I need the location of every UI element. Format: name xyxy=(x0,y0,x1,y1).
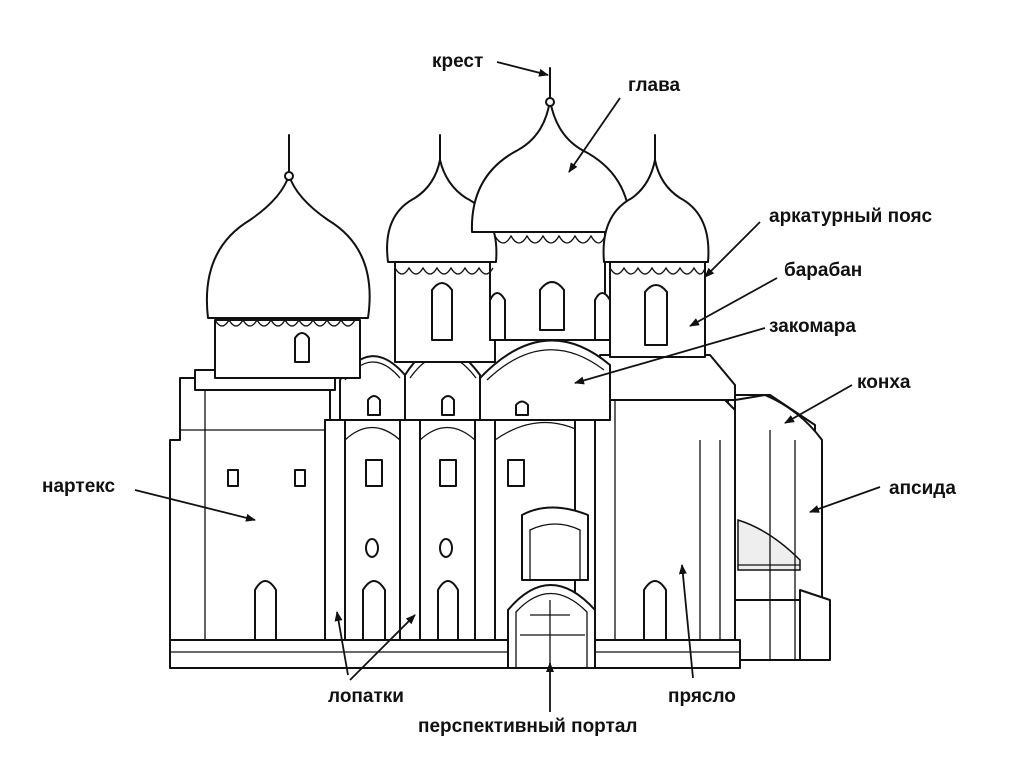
label-portal: перспективный портал xyxy=(418,716,637,737)
arcature-belts xyxy=(214,234,706,327)
arrow-concha xyxy=(784,384,853,424)
arrow-zakomara xyxy=(574,327,766,385)
label-concha: конха xyxy=(857,372,911,393)
label-pilasters: лопатки xyxy=(328,686,404,707)
arrows xyxy=(134,61,881,712)
cathedral-drawing xyxy=(169,67,831,669)
arrow-span xyxy=(678,564,694,679)
portal xyxy=(507,506,596,669)
arrow-cross xyxy=(496,61,549,77)
label-cross: крест xyxy=(432,51,483,72)
label-arcature: аркатурный пояс xyxy=(769,206,933,227)
label-dome: глава xyxy=(628,75,681,96)
label-span: прясло xyxy=(668,686,736,707)
label-drum: барабан xyxy=(784,260,862,281)
arrow-pilaster-right xyxy=(349,614,416,681)
drums xyxy=(214,229,706,379)
windows xyxy=(227,395,667,641)
apse-group xyxy=(727,394,831,661)
label-apse: апсида xyxy=(889,478,956,499)
label-narthex: нартекс xyxy=(42,476,116,497)
label-zakomara: закомара xyxy=(769,316,856,337)
arrow-drum xyxy=(689,277,778,327)
domes xyxy=(206,67,710,319)
arrow-apse xyxy=(809,486,881,513)
arrow-dome xyxy=(568,97,621,173)
labels: крест глава аркатурный пояс барабан зако… xyxy=(42,51,956,737)
arrow-arcature xyxy=(704,221,761,278)
arrow-narthex xyxy=(134,489,256,522)
arrow-pilaster-left xyxy=(334,611,349,676)
